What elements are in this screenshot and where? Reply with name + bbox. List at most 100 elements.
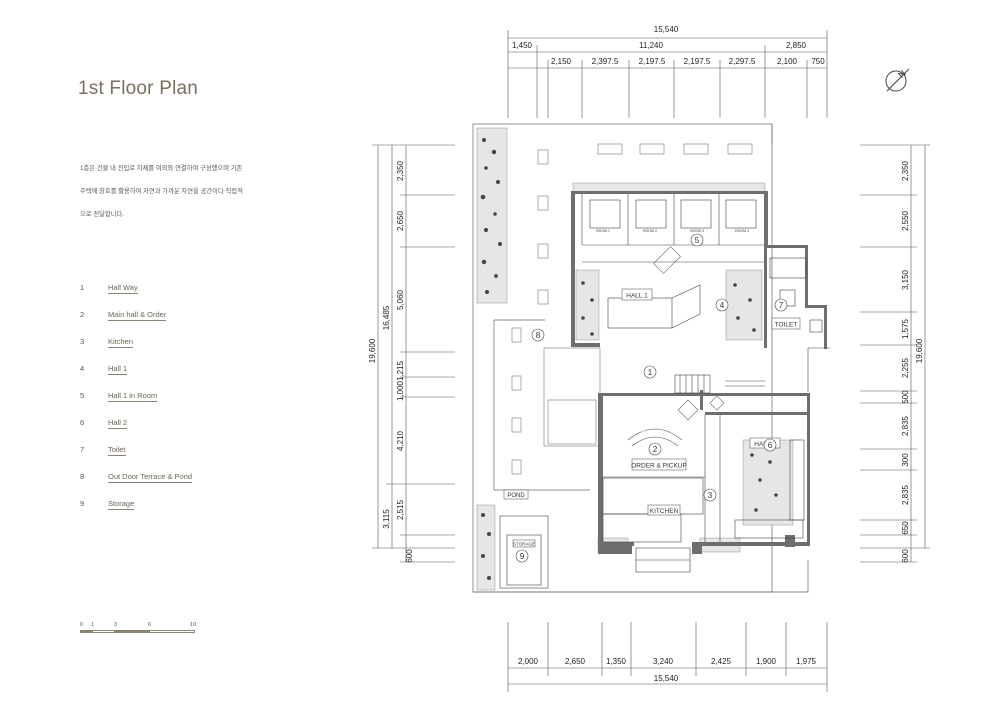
legend-label[interactable]: Kitchen xyxy=(108,337,134,348)
scale-segment xyxy=(149,630,195,633)
legend-label[interactable]: Hall 1 xyxy=(108,364,128,375)
room-label-pond: POND xyxy=(507,493,525,499)
legend-label[interactable]: Storage xyxy=(108,499,135,510)
legend-number: 4 xyxy=(80,364,85,373)
dimension-label: 19,600 xyxy=(915,338,924,363)
room-tag: ROOM 2 xyxy=(643,229,657,233)
dimension-label: 1,975 xyxy=(796,657,817,666)
dimension-label: 1,575 xyxy=(901,318,910,339)
legend-number: 8 xyxy=(80,472,85,481)
scale-segment xyxy=(115,630,149,633)
dimension-label: 2,100 xyxy=(777,57,798,66)
area-marker-number: 9 xyxy=(520,552,525,561)
dimension-label: 2,835 xyxy=(901,484,910,505)
scale-tick-label: 6 xyxy=(148,622,152,628)
dimension-label: 5,060 xyxy=(396,289,405,310)
description-line: 1층은 건물 내 진입로 자체를 여외와 연결하여 구성했으며 기존 xyxy=(80,165,243,172)
area-marker-number: 2 xyxy=(653,445,658,454)
compass-letter: N xyxy=(896,68,908,80)
terrace-furniture xyxy=(511,143,753,475)
dimension-lines xyxy=(372,30,930,692)
area-marker-number: 3 xyxy=(708,491,713,500)
dimension-label: 3,115 xyxy=(382,509,391,529)
dimension-label: 300 xyxy=(901,453,910,467)
scale-tick-label: 10 xyxy=(190,622,197,628)
legend-label[interactable]: Main hall & Order xyxy=(108,310,167,321)
north-arrow-icon: N xyxy=(884,67,912,95)
dimension-label: 1,900 xyxy=(756,657,777,666)
dimension-label: 2,550 xyxy=(901,210,910,231)
dimension-label: 600 xyxy=(901,549,910,563)
scale-tick-label: 0 xyxy=(80,622,84,628)
scale-bar: 0 1 3 6 10 xyxy=(80,622,197,638)
area-markers xyxy=(515,233,788,563)
dimension-label: 3,150 xyxy=(901,269,910,290)
dimension-label: 15,540 xyxy=(654,25,679,34)
dimension-label: 2,197.5 xyxy=(639,57,666,66)
area-marker-number: 6 xyxy=(768,441,773,450)
dimension-label: 2,850 xyxy=(786,41,807,50)
dimension-label: 1,450 xyxy=(512,41,533,50)
room-tag: ROOM 4 xyxy=(735,229,749,233)
site-boundary xyxy=(472,123,809,593)
legend-label[interactable]: Hall 1 in Room xyxy=(108,391,158,402)
area-marker-number: 5 xyxy=(695,236,700,245)
legend-number: 3 xyxy=(80,337,85,346)
area-marker-number: 8 xyxy=(536,331,541,340)
dimension-label: 1,350 xyxy=(606,657,627,666)
room-label-kitchen: KITCHEN xyxy=(650,508,679,515)
legend-number: 6 xyxy=(80,418,85,427)
dimension-label: 2,425 xyxy=(711,657,732,666)
stair-icon xyxy=(653,246,725,421)
dimension-label: 19,600 xyxy=(368,338,377,363)
dimension-label: 15,540 xyxy=(654,674,679,683)
scale-tick-label: 1 xyxy=(91,622,95,628)
legend-label[interactable]: Hall Way xyxy=(108,283,138,294)
room-label-storage: STORAGE xyxy=(513,542,535,547)
dimension-label: 500 xyxy=(901,390,910,404)
dimension-label: 750 xyxy=(811,57,825,66)
dimension-label: 2,350 xyxy=(901,160,910,181)
dimension-label: 2,397.5 xyxy=(592,57,619,66)
room-tag: ROOM 1 xyxy=(596,229,610,233)
area-marker-number: 7 xyxy=(779,301,784,310)
dimension-label: 2,150 xyxy=(551,57,572,66)
planting-areas xyxy=(476,127,794,591)
dimension-label: 2,197.5 xyxy=(684,57,711,66)
description: 1층은 건물 내 진입로 자체를 여외와 연결하여 구성했으며 기존 주택에 창… xyxy=(80,157,300,226)
dimension-label: 1,000 xyxy=(396,380,405,401)
dimension-label: 2,650 xyxy=(565,657,586,666)
area-marker-number: 1 xyxy=(648,368,653,377)
dimension-label: 2,297.5 xyxy=(729,57,756,66)
scale-tick-label: 3 xyxy=(114,622,118,628)
area-marker-number: 4 xyxy=(720,301,725,310)
building-walls xyxy=(571,191,827,554)
legend-number: 7 xyxy=(80,445,85,454)
scale-segment xyxy=(80,630,92,633)
dimension-label: 2,835 xyxy=(901,415,910,436)
dimension-label: 2,350 xyxy=(396,160,405,181)
dimension-label: 16,485 xyxy=(382,305,391,330)
dimension-label: 2,255 xyxy=(901,357,910,378)
dimension-label: 4,210 xyxy=(396,430,405,451)
legend-number: 1 xyxy=(80,283,85,292)
legend-number: 5 xyxy=(80,391,85,400)
room-label-order: ORDER & PICKUP xyxy=(631,463,687,470)
legend-label[interactable]: Out Door Terrace & Pond xyxy=(108,472,193,483)
legend-label[interactable]: Toilet xyxy=(108,445,126,456)
planting-dots xyxy=(480,138,778,580)
room-tag: ROOM 3 xyxy=(690,229,704,233)
dimension-label: 2,000 xyxy=(518,657,539,666)
room-label-toilet: TOILET xyxy=(775,322,798,329)
page-title: 1st Floor Plan xyxy=(78,78,199,99)
legend-label[interactable]: Hall 2 xyxy=(108,418,128,429)
area-marker-numbers: 1 2 3 4 5 6 7 8 9 xyxy=(520,236,784,561)
description-line: 주택에 창호를 활용하여 자연과 가까운 자연을 공간이다 직접적 xyxy=(80,188,243,195)
dimension-label: 2,650 xyxy=(396,210,405,231)
description-line: 으로 전달합니다. xyxy=(80,211,125,218)
dimension-label: 1,215 xyxy=(396,360,405,381)
dimension-label: 3,240 xyxy=(653,657,674,666)
dimension-label: 11,240 xyxy=(639,41,663,50)
dimension-label: 650 xyxy=(901,521,910,535)
